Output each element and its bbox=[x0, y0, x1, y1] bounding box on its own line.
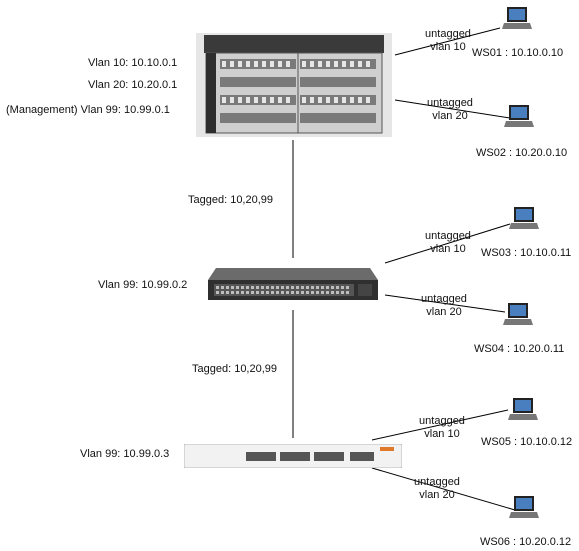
link-ws01 bbox=[394, 27, 501, 56]
ws01-port-label: untagged vlan 10 bbox=[422, 28, 474, 54]
ws06-port-label: untagged vlan 20 bbox=[407, 476, 467, 502]
ws05-port-label: untagged vlan 10 bbox=[412, 415, 472, 441]
ws03-port-label: untagged vlan 10 bbox=[418, 230, 478, 256]
ws04-vlan-label: vlan 20 bbox=[426, 306, 462, 318]
core-vlan99-label: (Management) Vlan 99: 10.99.0.1 bbox=[6, 104, 170, 116]
ws01-vlan-label: vlan 10 bbox=[430, 41, 466, 53]
ws04-port-label: untagged vlan 20 bbox=[414, 293, 474, 319]
ws04-untagged-label: untagged bbox=[421, 293, 467, 305]
core-vlan10-label: Vlan 10: 10.10.0.1 bbox=[88, 57, 178, 69]
ws03-name-label: WS03 : 10.10.0.11 bbox=[481, 247, 572, 259]
core-chassis-switch bbox=[196, 33, 392, 137]
ws04-name-label: WS04 : 10.20.0.11 bbox=[474, 343, 565, 355]
ws06-untagged-label: untagged bbox=[414, 476, 460, 488]
ws03-laptop-icon bbox=[509, 207, 539, 229]
link-ws05 bbox=[371, 409, 509, 441]
ws05-laptop-icon bbox=[508, 398, 538, 420]
core-vlan20-label: Vlan 20: 10.20.0.1 bbox=[88, 79, 178, 91]
ws05-vlan-label: vlan 10 bbox=[424, 428, 460, 440]
access-switch bbox=[184, 444, 402, 468]
ws02-name-label: WS02 : 10.20.0.10 bbox=[476, 147, 568, 159]
link-ws03 bbox=[384, 223, 511, 264]
link-ws02 bbox=[394, 99, 511, 119]
trunk-core-dist-label: Tagged: 10,20,99 bbox=[188, 194, 274, 206]
link-ws06 bbox=[371, 467, 516, 511]
ws06-vlan-label: vlan 20 bbox=[419, 489, 455, 501]
ws06-laptop-icon bbox=[509, 496, 539, 518]
ws05-untagged-label: untagged bbox=[419, 415, 465, 427]
ws06-name-label: WS06 : 10.20.0.12 bbox=[480, 536, 572, 548]
ws05-name-label: WS05 : 10.10.0.12 bbox=[481, 436, 573, 448]
ws02-port-label: untagged vlan 20 bbox=[420, 97, 480, 123]
access-vlan99-label: Vlan 99: 10.99.0.3 bbox=[80, 448, 170, 460]
ws04-laptop-icon bbox=[503, 303, 533, 325]
ws01-untagged-label: untagged bbox=[425, 28, 471, 40]
distribution-switch bbox=[208, 268, 378, 300]
ws01-name-label: WS01 : 10.10.0.10 bbox=[472, 47, 564, 59]
ws02-untagged-label: untagged bbox=[427, 97, 473, 109]
ws02-vlan-label: vlan 20 bbox=[432, 110, 468, 122]
trunk-dist-access-label: Tagged: 10,20,99 bbox=[192, 363, 278, 375]
dist-vlan99-label: Vlan 99: 10.99.0.2 bbox=[98, 279, 188, 291]
link-ws04 bbox=[384, 294, 506, 313]
ws03-vlan-label: vlan 10 bbox=[430, 243, 466, 255]
ws03-untagged-label: untagged bbox=[425, 230, 471, 242]
ws01-laptop-icon bbox=[502, 7, 532, 29]
ws02-laptop-icon bbox=[504, 105, 534, 127]
